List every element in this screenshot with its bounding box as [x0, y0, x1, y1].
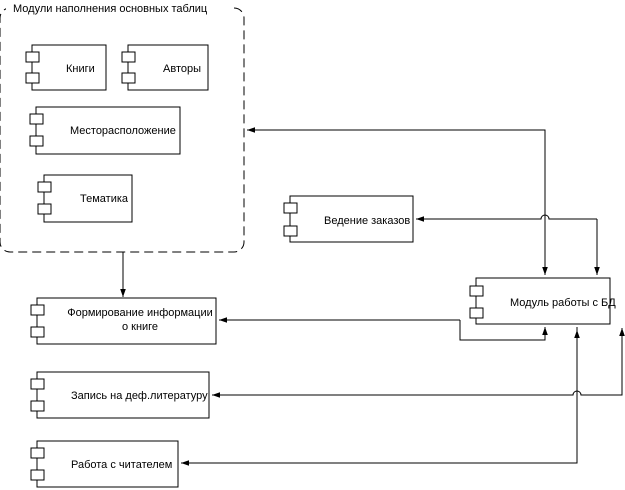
group-title: Модули наполнения основных таблиц — [13, 3, 208, 15]
component-orders[interactable]: Ведение заказов — [283, 195, 414, 243]
component-deficit-record[interactable]: Запись на деф.литературу — [30, 371, 210, 419]
connector-db-to-orders — [416, 214, 597, 222]
connector-db-to-deficit — [212, 334, 623, 398]
component-topics[interactable]: Тематика — [37, 174, 133, 223]
filler-modules-group: Модули наполнения основных таблиц — [0, 1, 245, 253]
connector-db-to-group — [247, 127, 546, 275]
component-label: Ведение заказов — [324, 215, 410, 227]
component-label: Авторы — [163, 63, 201, 75]
connector-db-loop — [459, 320, 548, 341]
component-label: Месторасположение — [70, 125, 176, 137]
component-book-info[interactable]: Формирование информации о книге — [30, 297, 217, 345]
component-label: Модуль работы с БД — [510, 297, 616, 309]
component-label: Книги — [66, 63, 95, 75]
component-label: Работа с читателем — [71, 459, 172, 471]
component-location[interactable]: Месторасположение — [29, 106, 181, 155]
component-authors[interactable]: Авторы — [121, 44, 209, 91]
component-label-line1: Формирование информации — [67, 307, 213, 319]
component-label: Запись на деф.литературу — [71, 390, 208, 402]
component-label: Тематика — [80, 193, 129, 205]
component-reader-work[interactable]: Работа с читателем — [30, 440, 179, 488]
component-label-line2: о книге — [122, 321, 158, 333]
component-books[interactable]: Книги — [25, 44, 107, 91]
component-db-module[interactable]: Модуль работы с БД — [469, 277, 616, 325]
